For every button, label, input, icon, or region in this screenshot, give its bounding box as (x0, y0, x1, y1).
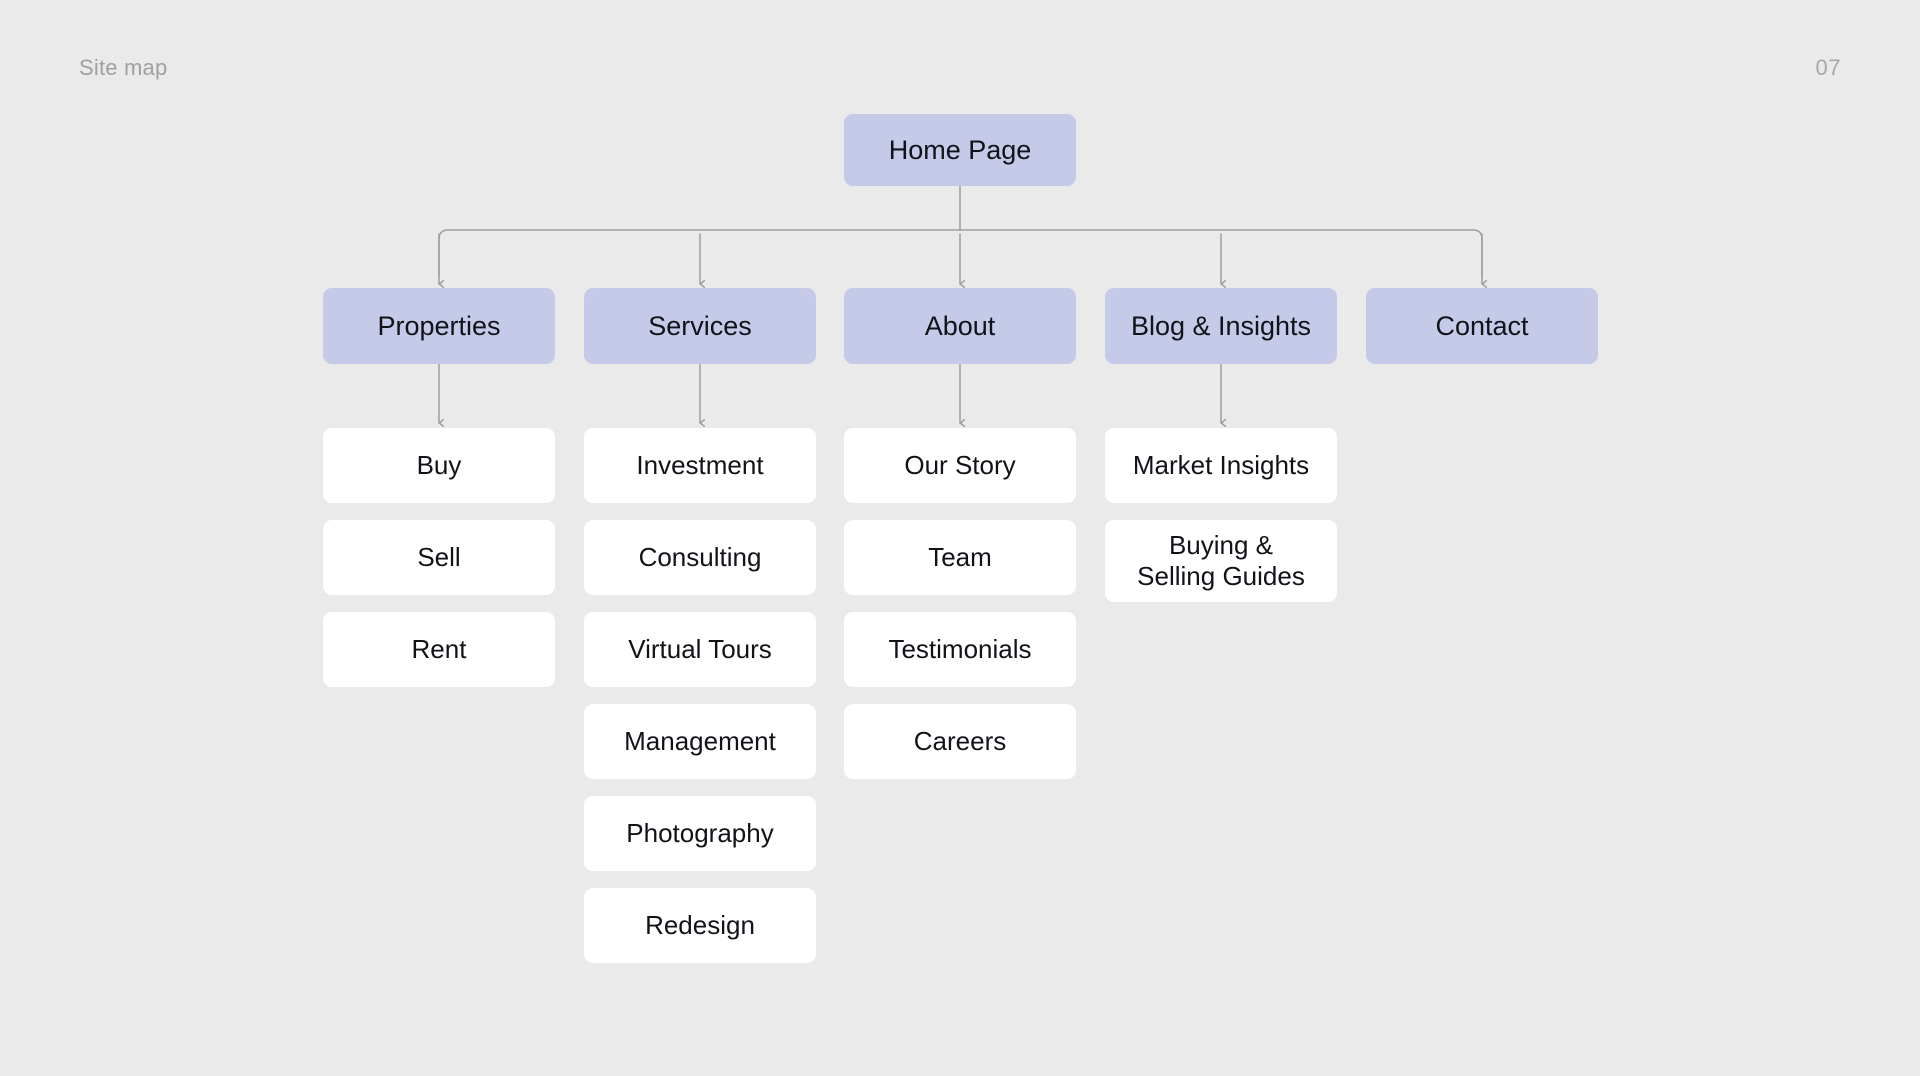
node-leaf-about-4[interactable]: Careers (844, 704, 1076, 779)
node-section-contact[interactable]: Contact (1366, 288, 1598, 364)
node-leaf-properties-3[interactable]: Rent (323, 612, 555, 687)
node-leaf-properties-2[interactable]: Sell (323, 520, 555, 595)
slide-page-number: 07 (1815, 55, 1841, 80)
node-leaf-about-3[interactable]: Testimonials (844, 612, 1076, 687)
node-leaf-about-2[interactable]: Team (844, 520, 1076, 595)
node-leaf-services-3[interactable]: Virtual Tours (584, 612, 816, 687)
node-home-page[interactable]: Home Page (844, 114, 1076, 186)
node-section-blog-insights[interactable]: Blog & Insights (1105, 288, 1337, 364)
node-section-properties[interactable]: Properties (323, 288, 555, 364)
node-section-services[interactable]: Services (584, 288, 816, 364)
slide-label: Site map (79, 55, 168, 80)
node-leaf-services-1[interactable]: Investment (584, 428, 816, 503)
node-leaf-properties-1[interactable]: Buy (323, 428, 555, 503)
node-leaf-blog-insights-1[interactable]: Market Insights (1105, 428, 1337, 503)
node-leaf-services-2[interactable]: Consulting (584, 520, 816, 595)
node-leaf-about-1[interactable]: Our Story (844, 428, 1076, 503)
node-leaf-services-5[interactable]: Photography (584, 796, 816, 871)
node-leaf-services-4[interactable]: Management (584, 704, 816, 779)
node-section-about[interactable]: About (844, 288, 1076, 364)
node-leaf-services-6[interactable]: Redesign (584, 888, 816, 963)
node-leaf-blog-insights-2[interactable]: Buying & Selling Guides (1105, 520, 1337, 602)
